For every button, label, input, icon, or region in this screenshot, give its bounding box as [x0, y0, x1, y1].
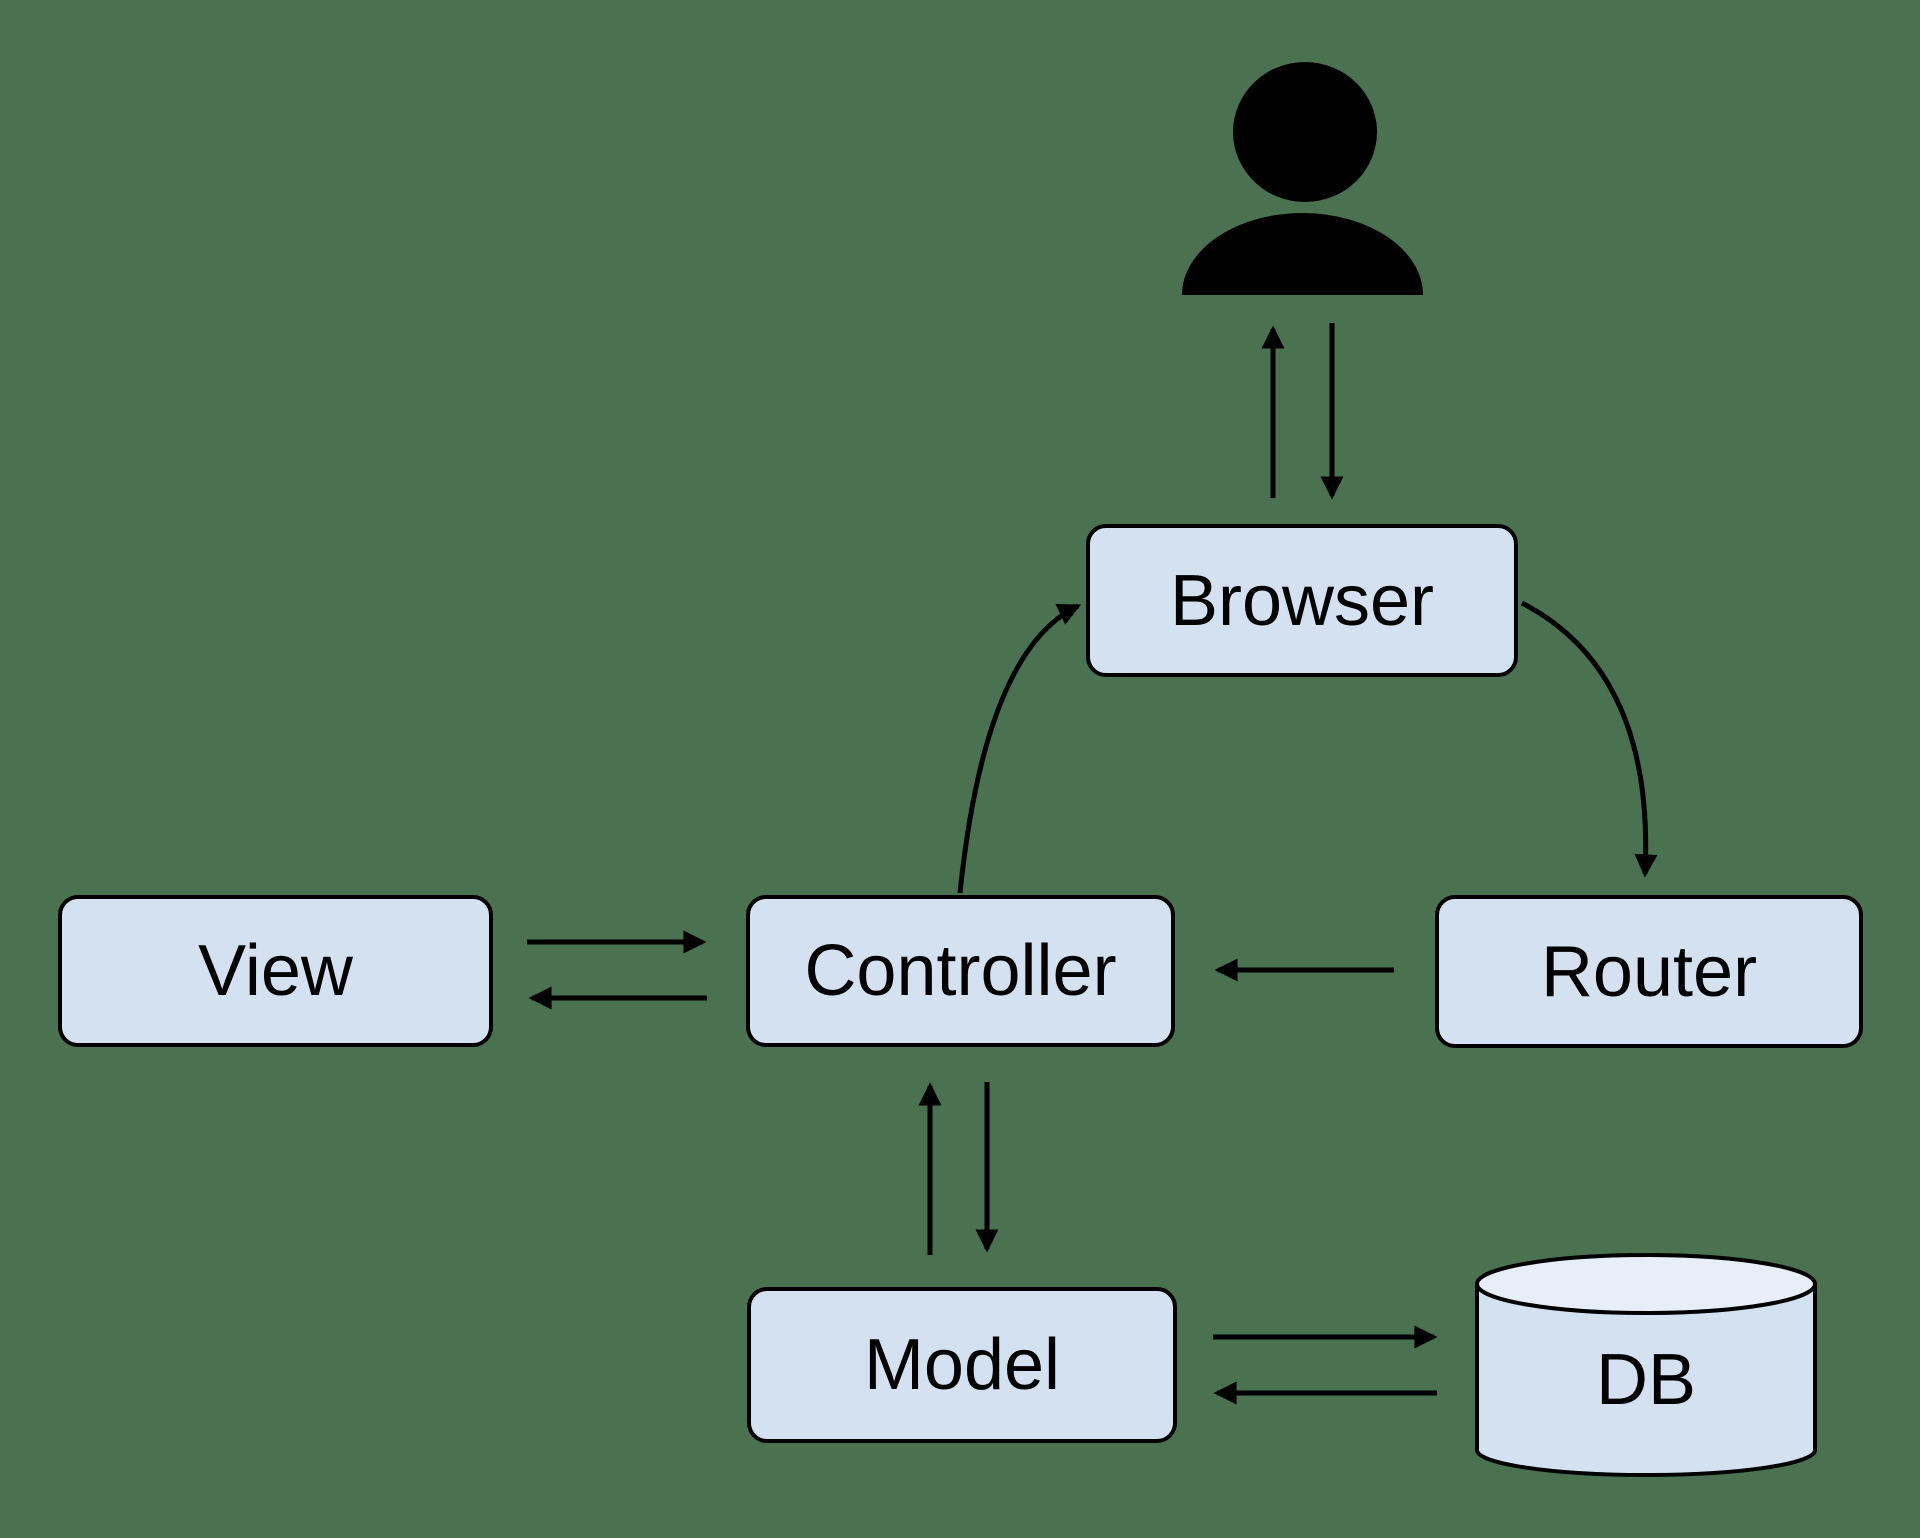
node-db-label: DB	[1595, 1340, 1697, 1420]
db-cylinder-top	[1475, 1253, 1817, 1315]
db-cylinder-body	[1475, 1284, 1817, 1477]
node-db: DB	[1477, 1300, 1815, 1460]
node-router: Router	[1435, 895, 1863, 1048]
node-view: View	[58, 895, 493, 1047]
node-browser: Browser	[1086, 524, 1518, 677]
node-router-label: Router	[1540, 931, 1758, 1012]
db-cylinder	[1475, 1253, 1817, 1477]
node-model-label: Model	[863, 1325, 1061, 1405]
arrow-controller-to-browser	[957, 603, 1082, 894]
node-model: Model	[747, 1287, 1177, 1443]
node-controller: Controller	[746, 895, 1175, 1047]
node-view-label: View	[198, 931, 353, 1011]
user-icon-body	[1182, 213, 1423, 295]
node-browser-label: Browser	[1169, 560, 1435, 641]
arrow-browser-to-router	[1520, 600, 1658, 878]
user-icon-head	[1233, 62, 1377, 202]
user-icon	[1182, 62, 1423, 295]
node-controller-label: Controller	[804, 931, 1117, 1011]
